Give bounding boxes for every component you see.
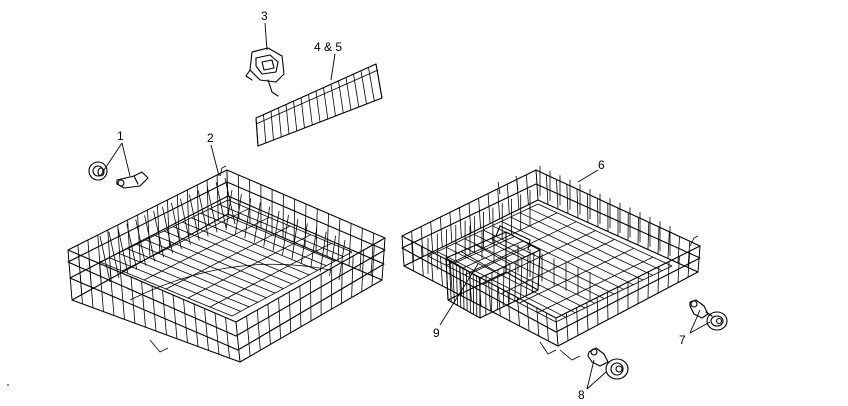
callout-3: 3: [261, 9, 268, 23]
part-2-upper-rack[interactable]: [67, 165, 386, 363]
part-6-lower-rack[interactable]: [401, 166, 701, 361]
part-3-clip[interactable]: [245, 47, 285, 97]
part-8-wheel[interactable]: [587, 347, 629, 380]
callout-4-5: 4 & 5: [314, 40, 342, 54]
leader-lines: [103, 22, 711, 390]
stray-dot: [7, 384, 9, 386]
callout-6: 6: [598, 158, 605, 172]
callout-8: 8: [578, 388, 585, 402]
callout-2: 2: [207, 131, 214, 145]
part-9-silverware-basket[interactable]: [445, 225, 541, 319]
callout-1: 1: [117, 129, 124, 143]
part-4-5-tine-strip[interactable]: [255, 63, 383, 147]
callout-7: 7: [679, 333, 686, 347]
part-1-rollers[interactable]: [88, 161, 149, 189]
part-7-wheel[interactable]: [689, 299, 728, 331]
callout-9: 9: [433, 326, 440, 340]
callout-labels: 1 2 3 4 & 5 6 7 8 9: [117, 9, 686, 402]
